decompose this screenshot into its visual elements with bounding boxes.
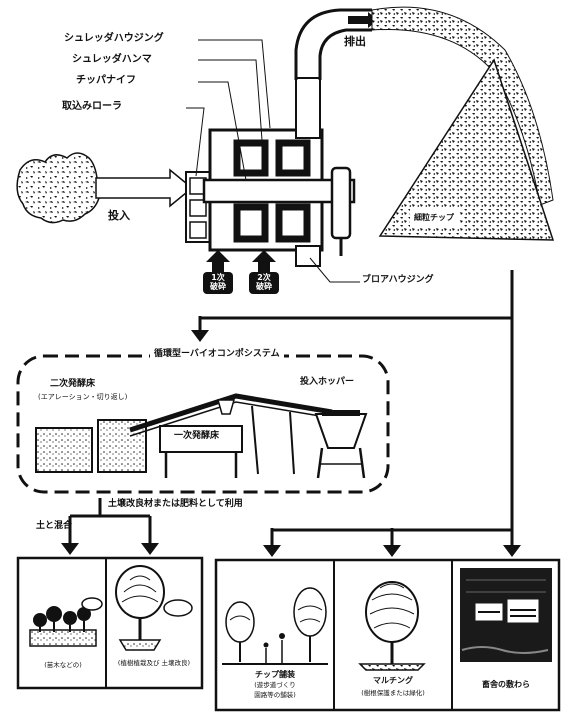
label-chipper-knife: チッパナイフ bbox=[76, 75, 136, 86]
crusher-2-line-1: 2次 bbox=[257, 273, 271, 282]
soil-panel-right-caption: (植樹植栽及び 土壌改良) bbox=[117, 659, 191, 667]
label-input: 投入 bbox=[108, 209, 130, 222]
mulching-note: (樹根保護または緑化) bbox=[361, 689, 425, 697]
discharge-arrow bbox=[348, 12, 378, 28]
fine-chip-pile bbox=[378, 58, 555, 241]
shredder-machine bbox=[185, 77, 356, 267]
label-shredder-housing: シュレッダハウジング bbox=[64, 33, 164, 44]
input-arrow bbox=[95, 168, 194, 208]
crusher-arrows bbox=[206, 250, 276, 272]
crusher-1-line-1: 1次 bbox=[211, 273, 225, 282]
label-livestock-bedding: 畜舎の敷わら bbox=[482, 680, 530, 689]
chip-pavement-note-2: 園路等の舗装) bbox=[254, 691, 296, 699]
label-input-hopper: 投入ホッパー bbox=[300, 377, 355, 387]
label-chip-pavement: チップ舗装 bbox=[255, 670, 295, 679]
crusher-2-line-2: 破砕 bbox=[256, 281, 272, 291]
chip-spray bbox=[371, 6, 554, 206]
label-mulching: マルチング bbox=[373, 676, 413, 685]
label-secondary-fermentation-note: (エアレーション・切り返し) bbox=[38, 393, 128, 401]
leader-lines bbox=[186, 39, 360, 283]
label-secondary-fermentation: 二次発酵床 bbox=[50, 379, 96, 389]
distribution-lines bbox=[68, 270, 514, 548]
label-blower-housing: ブロアハウジング bbox=[362, 275, 434, 285]
soil-panel-left-caption: (苗木などの) bbox=[44, 661, 82, 669]
crusher-1-tag: 1次 破砕 bbox=[203, 272, 233, 294]
uses-panel bbox=[214, 558, 561, 712]
crusher-1-line-2: 破砕 bbox=[210, 281, 226, 291]
distribution-arrowheads bbox=[61, 330, 521, 557]
label-soil-mix: 土と混合 bbox=[36, 521, 73, 531]
label-fine-chip: 細粒チップ bbox=[414, 213, 454, 222]
label-discharge: 排出 bbox=[344, 35, 366, 48]
bio-compost-system bbox=[16, 354, 390, 494]
label-usage-caption: 土壌改良材または肥料として利用 bbox=[108, 499, 243, 509]
label-primary-fermentation: 一次発酵床 bbox=[174, 431, 220, 441]
input-brush-pile bbox=[16, 152, 102, 224]
chip-pavement-note-1: (遊歩道づくり bbox=[254, 681, 296, 689]
discharge-duct bbox=[294, 8, 372, 80]
label-shredder-hammer: シュレッダハンマ bbox=[72, 54, 152, 65]
soil-mix-panel bbox=[16, 556, 204, 690]
label-feed-roller: 取込みローラ bbox=[62, 101, 122, 112]
crusher-2-tag: 2次 破砕 bbox=[249, 272, 279, 294]
system-title: 循環型ーバイオコンポシステム bbox=[150, 350, 284, 359]
